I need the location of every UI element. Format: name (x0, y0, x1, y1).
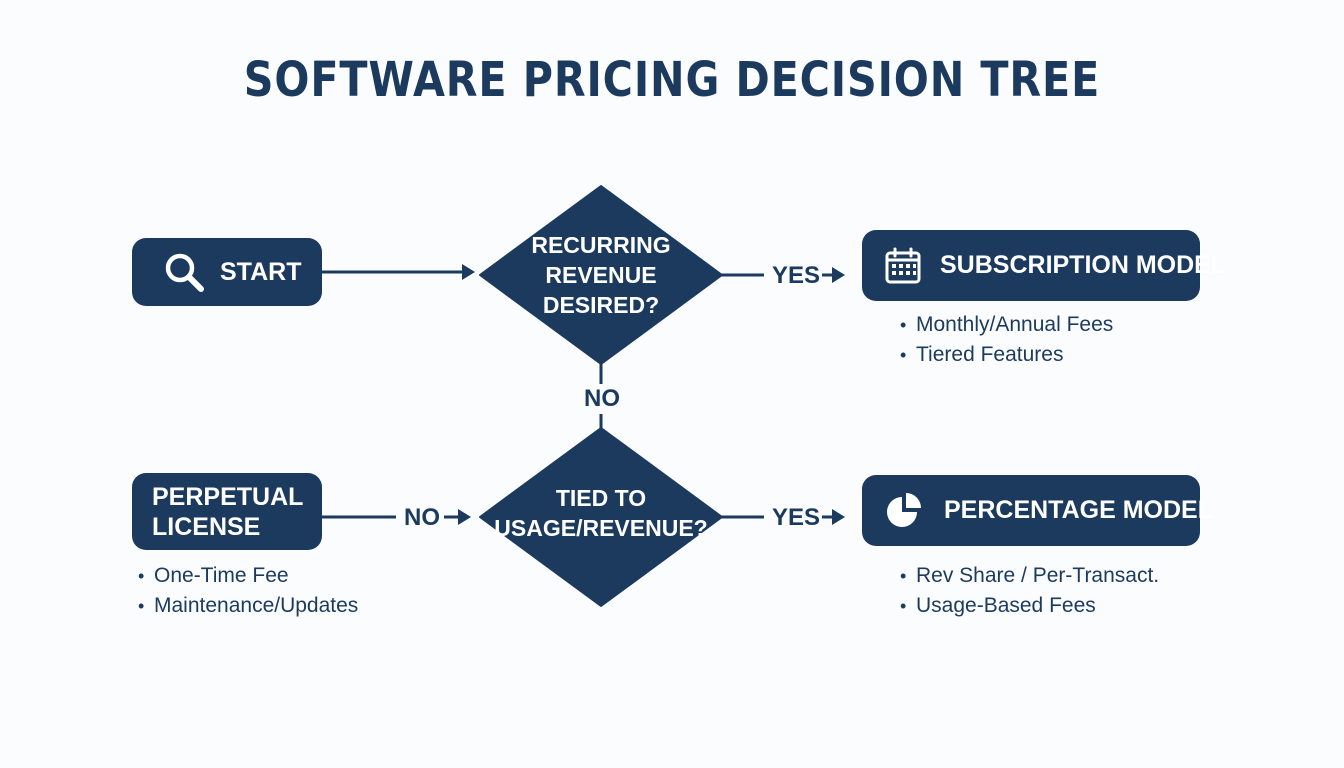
arrowhead-recurring-yes (832, 267, 845, 283)
pie-chart-icon (884, 491, 924, 531)
start-label: START (220, 257, 302, 286)
start-node: START (132, 238, 322, 306)
subscription-model-label: SUBSCRIPTION MODEL (940, 251, 1227, 279)
list-item: One-Time Fee (138, 561, 358, 591)
usage-no-label: NO (404, 504, 440, 531)
recurring-yes-label: YES (772, 262, 821, 289)
list-item: Rev Share / Per-Transact. (900, 561, 1159, 591)
diamond-usage-revenue (479, 427, 723, 607)
recurring-no-label: NO (584, 385, 620, 412)
recurring-question-line2: REVENUE (545, 262, 657, 288)
perpetual-license-node: PERPETUAL LICENSE (132, 473, 322, 550)
recurring-question-line1: RECURRING (531, 232, 671, 258)
usage-question: TIED TO USAGE/REVENUE? (491, 483, 711, 543)
perpetual-license-line2: LICENSE (152, 512, 261, 541)
page-title: SOFTWARE PRICING DECISION TREE (243, 52, 1101, 108)
recurring-question-line3: DESIRED? (542, 292, 660, 318)
diamond-recurring-revenue (479, 185, 723, 365)
perpetual-bullets: One-Time Fee Maintenance/Updates (138, 561, 358, 621)
search-icon (162, 250, 206, 294)
percentage-model-node: PERCENTAGE MODEL (862, 475, 1213, 546)
list-item: Tiered Features (900, 340, 1113, 370)
perpetual-license-line1: PERPETUAL (152, 482, 304, 511)
list-item: Monthly/Annual Fees (900, 310, 1113, 340)
percentage-bullets: Rev Share / Per-Transact. Usage-Based Fe… (900, 561, 1159, 621)
arrowhead-usage-no (458, 509, 471, 525)
usage-question-line1: TIED TO (555, 485, 647, 511)
subscription-bullets: Monthly/Annual Fees Tiered Features (900, 310, 1113, 370)
usage-question-line2: USAGE/REVENUE? (494, 515, 708, 541)
list-item: Maintenance/Updates (138, 591, 358, 621)
subscription-model-node: SUBSCRIPTION MODEL (862, 230, 1226, 301)
calendar-icon (884, 247, 922, 285)
arrowhead-usage-yes (832, 509, 845, 525)
percentage-model-label: PERCENTAGE MODEL (944, 496, 1213, 524)
arrowhead-start (462, 264, 475, 280)
list-item: Usage-Based Fees (900, 591, 1159, 621)
recurring-question: RECURRING REVENUE DESIRED? (501, 230, 701, 320)
usage-yes-label: YES (772, 504, 821, 531)
